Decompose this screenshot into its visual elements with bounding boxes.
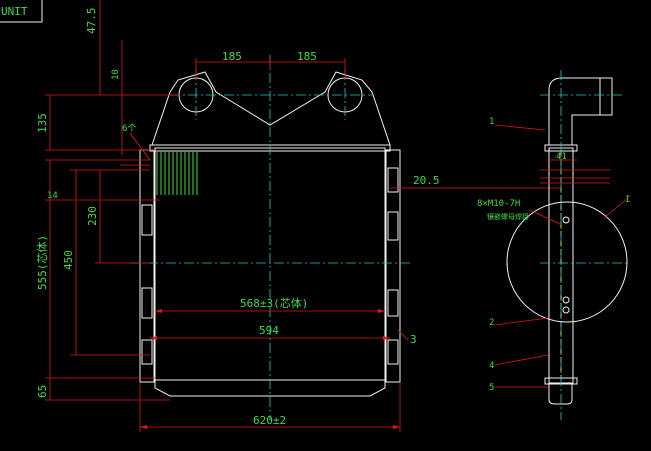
dim-185-left: 185	[222, 50, 242, 63]
callout-4: 4	[489, 361, 494, 371]
thread-note: 镶嵌螺母焊接	[487, 212, 529, 221]
front-dimensions: 185 185 47.5 10 135 555(芯体) 65 14 450	[35, 0, 560, 432]
right-mounting-brackets	[387, 167, 399, 365]
dim-185-right: 185	[297, 50, 317, 63]
side-inlet-elbow	[548, 77, 613, 146]
dim-230: 230	[86, 206, 99, 226]
front-view: 3	[130, 55, 417, 420]
dim-450: 450	[62, 250, 75, 270]
dim-620: 620±2	[253, 414, 286, 427]
dim-555-core: 555(芯体)	[35, 235, 49, 290]
unit-label: UNIT	[1, 5, 28, 18]
side-bottom-pipe	[548, 384, 573, 405]
dim-10: 10	[111, 69, 121, 80]
note-6-pcs: 6个	[122, 123, 136, 134]
callout-2: 2	[489, 318, 494, 328]
dim-20-5: 20.5	[413, 174, 440, 187]
callout-5: 5	[489, 383, 494, 393]
core-fins	[156, 152, 198, 195]
dim-41: 41	[556, 152, 567, 162]
title-block-corner: UNIT	[0, 0, 43, 23]
side-view: I 41 8×M10-7H 镶嵌螺母焊接 1 2 4 5	[477, 70, 630, 420]
dim-135: 135	[36, 113, 49, 133]
thread-spec: 8×M10-7H	[477, 199, 520, 209]
top-tank-outline	[151, 71, 391, 146]
dim-47-5: 47.5	[85, 8, 98, 35]
dim-568-core: 568±3(芯体)	[240, 296, 308, 310]
dim-65: 65	[36, 385, 49, 398]
dim-594: 594	[259, 324, 279, 337]
right-side-plate	[385, 149, 401, 383]
callout-1: 1	[489, 117, 494, 127]
callout-I: I	[625, 195, 630, 205]
detail-circle-I	[506, 201, 628, 323]
bottom-tank-outline	[154, 380, 386, 397]
dim-14: 14	[47, 191, 58, 201]
left-mounting-brackets	[141, 204, 153, 365]
callout-3: 3	[410, 333, 417, 346]
